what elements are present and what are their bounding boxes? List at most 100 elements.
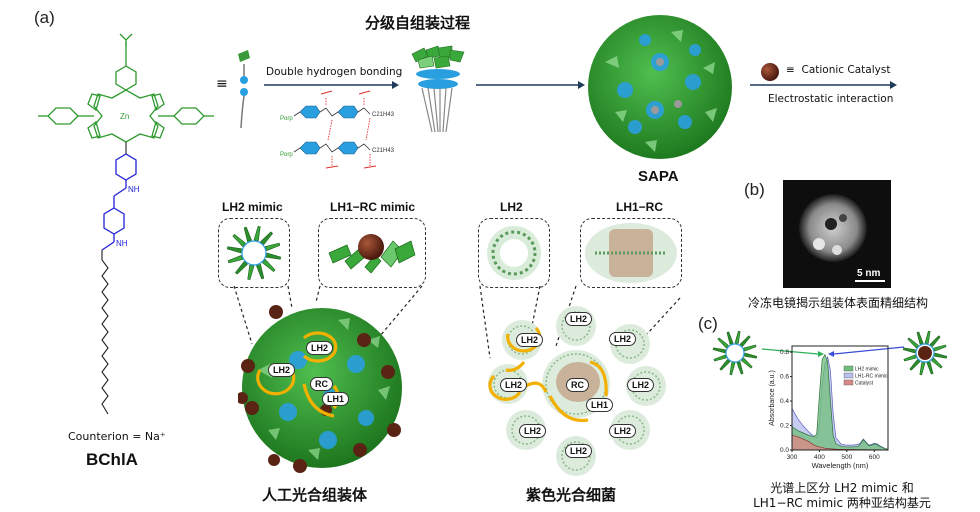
legend-label: Catalyst [855,381,874,387]
ring-segment [907,337,919,349]
ring-segment [916,331,924,345]
porp-label-1: Porp [280,116,293,122]
tag-lh2-b6: LH2 [519,424,547,438]
tag-lh2-b4: LH2 [500,378,528,392]
bchla-structure: Zn NH NH [38,33,214,415]
scale-bar-label: 5 nm [857,268,880,279]
ring-segment [934,352,948,359]
inset-lh2-mimic [218,218,290,288]
tag-lh2-b1: LH2 [565,312,593,326]
ring-segment [929,335,941,347]
ring-segment [719,359,731,371]
counterion-label: Counterion = Na⁺ [68,430,166,443]
catalyst-ball-icon [761,63,779,81]
ring-segment [726,331,734,345]
legend-label: LH1-RC mimic [855,374,888,380]
ring-segment [909,359,921,371]
ring-segment [256,263,265,280]
inset-label-lh2: LH2 [500,200,523,214]
y-tick-label: 0.8 [780,349,789,356]
ring-segment [903,354,917,362]
porp-label-2: Porp [280,152,293,158]
lh2-mimic-ring-icon [226,225,282,281]
tag-lh2-b5: LH2 [627,378,655,392]
porphyrin-core [38,33,214,143]
spectrum-caption-line2: LH1−RC mimic 两种亚结构基元 [753,496,931,510]
alkyl-label-1: C21H43 [372,112,395,118]
catalyst-core [918,346,932,360]
panel-a-label: (a) [34,8,55,27]
ring-segment [933,344,947,352]
lh1rc-mimic-icon [328,234,416,274]
alkyl-chain [101,250,109,415]
legend-swatch [843,379,854,386]
tag-lh2-b7: LH2 [609,424,637,438]
ring-segment [247,264,255,281]
tag-rc-a: RC [310,377,333,391]
ring-center [725,343,745,363]
inset-label-lh1rc: LH1−RC [616,200,664,214]
hbond-arrow-label: Double hydrogen bonding [266,66,403,78]
scale-bar [855,280,885,282]
ring-segment [739,335,751,347]
hbond-scheme: Porp C21H43 Porp C21H43 [280,90,395,169]
process-title: 分级自组装过程 [365,14,471,32]
column-assembly-icon [411,45,465,133]
ring-segment [262,259,276,272]
y-tick-label: 0.4 [780,398,789,405]
nh-label-2: NH [116,239,128,248]
ring-segment [919,362,926,376]
ring-segment [741,357,753,369]
x-axis-label: Wavelength (nm) [812,461,869,470]
ring-segment [264,242,281,251]
x-tick-label: 300 [787,454,798,461]
legend-label: LH2 mimic [855,367,879,373]
assembly-arrow [476,81,585,89]
tag-lh1-a: LH1 [322,392,350,406]
y-tick-label: 0.2 [780,423,789,430]
inset-label-lh2-mimic: LH2 mimic [222,200,283,214]
x-tick-label: 600 [869,454,880,461]
monomer-icon [238,50,250,129]
ring-segment [253,225,261,242]
cryoem-image: 5 nm [783,180,891,288]
tag-lh2-b3: LH2 [609,332,637,346]
artificial-assembly-title: 人工光合组装体 [262,486,368,504]
ring-segment [226,246,243,254]
ring-segment [736,361,744,375]
bacteria-title: 紫色光合细菌 [526,486,617,504]
ring-segment [743,344,757,352]
nh-label-1: NH [128,185,140,194]
legend-swatch [843,372,854,379]
spectrum-pointer-arrows [761,346,905,357]
x-tick-label: 500 [841,454,852,461]
tag-lh2-b2: LH2 [516,333,544,347]
electrostatic-label: Electrostatic interaction [768,93,894,105]
inset-lh2 [478,218,550,288]
sapa-label: SAPA [638,168,679,185]
inset-callout-lines-artificial [233,286,423,345]
ring-segment [227,255,244,264]
cryoem-particle: 5 nm [799,194,885,282]
tag-lh2-b8: LH2 [565,444,593,458]
alkyl-label-2: C21H43 [372,148,395,154]
ring-segment [902,347,916,354]
catalyst-balls [238,305,401,473]
panel-c-label: (c) [698,314,718,333]
catalyst-label: Cationic Catalyst [801,64,891,76]
legend-swatch [843,365,854,372]
tag-rc-b: RC [566,378,589,392]
y-tick-label: 0.6 [780,374,789,381]
plot-frame [791,345,889,451]
lh1rc-protein-icon [585,223,677,283]
spectrum-caption-line1: 光谱上区分 LH2 mimic 和 [770,481,914,495]
zn-atom: Zn [120,112,129,121]
equiv-symbol: ≡ [216,76,228,92]
equiv-symbol-2: ≡ [786,64,795,76]
ring-segment [712,347,726,354]
inset-lh1rc [580,218,682,288]
inset-label-lh1rc-mimic: LH1−RC mimic [330,200,416,214]
y-axis-label: Absorbance (a.u.) [769,370,776,426]
ring-segment [232,234,246,247]
ring-segment [729,362,736,376]
